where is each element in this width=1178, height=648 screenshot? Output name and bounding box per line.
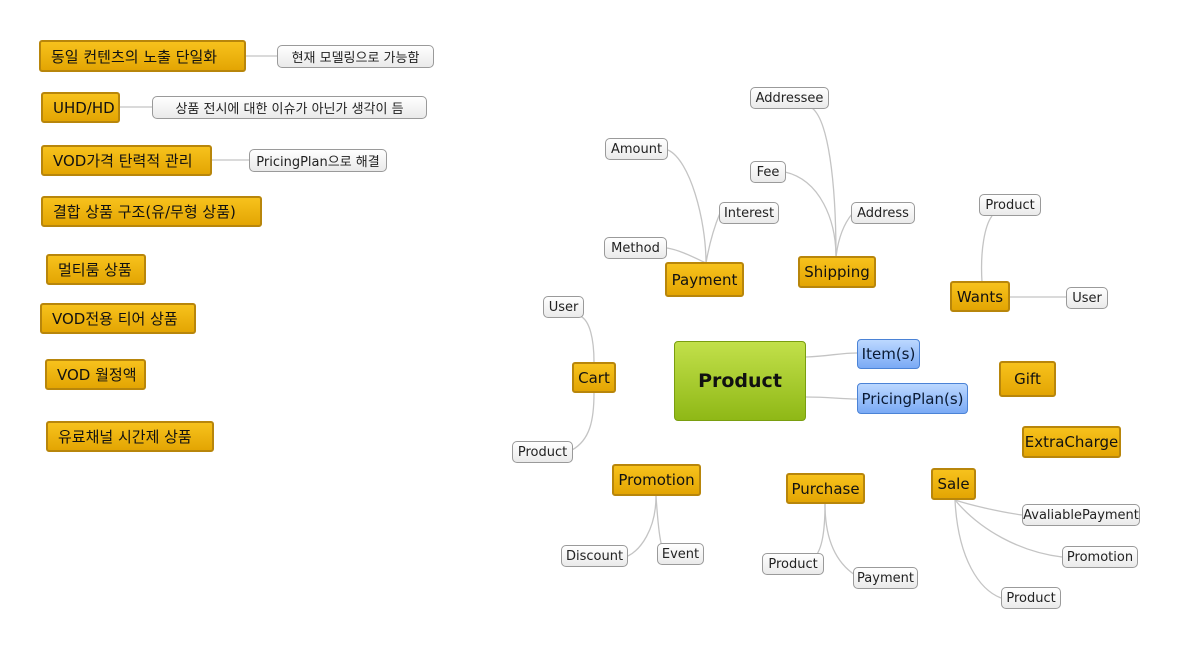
topic-vod-tier[interactable]: VOD전용 티어 상품: [40, 303, 196, 334]
topic-multiroom[interactable]: 멀티룸 상품: [46, 254, 146, 285]
connector: [835, 213, 853, 258]
note-purchase-product[interactable]: Product: [762, 553, 824, 575]
connector: [954, 499, 1023, 516]
note-method[interactable]: Method: [604, 237, 667, 259]
note-discount[interactable]: Discount: [561, 545, 628, 567]
topic-vod-price[interactable]: VOD가격 탄력적 관리: [41, 145, 212, 176]
note-purchase-payment[interactable]: Payment: [853, 567, 918, 589]
node-wants[interactable]: Wants: [950, 281, 1010, 312]
note-address[interactable]: Address: [851, 202, 915, 224]
connector: [805, 352, 858, 358]
topic-vod-monthly[interactable]: VOD 월정액: [45, 359, 146, 390]
connector: [705, 212, 721, 264]
connector: [824, 503, 856, 576]
connector: [627, 495, 657, 557]
topic-paid-channel[interactable]: 유료채널 시간제 상품: [46, 421, 214, 452]
note-vod-price[interactable]: PricingPlan으로 해결: [249, 149, 387, 172]
node-items[interactable]: Item(s): [857, 339, 920, 369]
topic-content-exposure[interactable]: 동일 컨텐츠의 노출 단일화: [39, 40, 246, 72]
note-sale-product[interactable]: Product: [1001, 587, 1061, 609]
connector: [579, 315, 595, 363]
note-addressee[interactable]: Addressee: [750, 87, 829, 109]
connector: [811, 107, 837, 258]
note-amount[interactable]: Amount: [605, 138, 668, 160]
note-wants-product[interactable]: Product: [979, 194, 1041, 216]
connector: [666, 247, 707, 264]
node-cart[interactable]: Cart: [572, 362, 616, 393]
central-product[interactable]: Product: [674, 341, 806, 421]
connector: [667, 149, 707, 264]
node-shipping[interactable]: Shipping: [798, 256, 876, 288]
connector: [980, 215, 993, 283]
topic-uhd-hd[interactable]: UHD/HD: [41, 92, 120, 123]
connector: [805, 396, 858, 400]
node-promotion[interactable]: Promotion: [612, 464, 701, 496]
note-wants-user[interactable]: User: [1066, 287, 1108, 309]
note-event[interactable]: Event: [657, 543, 704, 565]
node-payment[interactable]: Payment: [665, 262, 744, 297]
connector: [954, 499, 1063, 558]
node-sale[interactable]: Sale: [931, 468, 976, 500]
note-cart-user[interactable]: User: [543, 296, 584, 318]
note-fee[interactable]: Fee: [750, 161, 786, 183]
note-avaliablepayment[interactable]: AvaliablePayment: [1022, 504, 1140, 526]
node-pricingplans[interactable]: PricingPlan(s): [857, 383, 968, 414]
connector: [571, 392, 595, 451]
connector: [954, 499, 1002, 599]
note-cart-product[interactable]: Product: [512, 441, 573, 463]
node-gift[interactable]: Gift: [999, 361, 1056, 397]
topic-bundle-product[interactable]: 결합 상품 구조(유/무형 상품): [41, 196, 262, 227]
note-content-exposure[interactable]: 현재 모델링으로 가능함: [277, 45, 434, 68]
node-extracharge[interactable]: ExtraCharge: [1022, 426, 1121, 458]
note-uhd-hd[interactable]: 상품 전시에 대한 이슈가 아닌가 생각이 듬: [152, 96, 427, 119]
node-purchase[interactable]: Purchase: [786, 473, 865, 504]
note-interest[interactable]: Interest: [719, 202, 779, 224]
connector: [784, 171, 837, 258]
note-sale-promotion[interactable]: Promotion: [1062, 546, 1138, 568]
